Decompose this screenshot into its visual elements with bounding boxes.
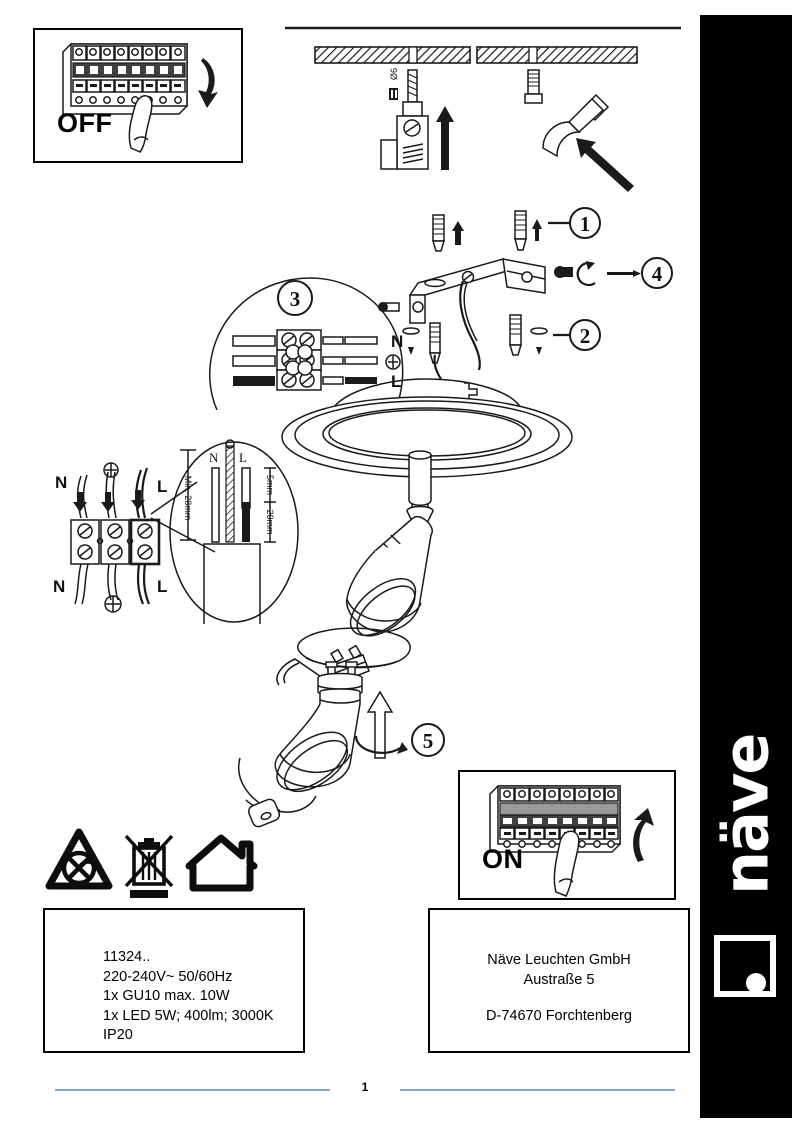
conductor-n: N [209,450,220,543]
panel-breaker-off: OFF [33,28,243,163]
wall-plug-icon [524,69,543,104]
spec-line-ip: IP20 [103,1027,133,1043]
terminal-block [70,518,161,566]
drill-diameter-text: Ø6 [389,68,399,80]
breaker-off-illustration [62,43,218,153]
callout-4-text: 4 [652,262,663,286]
strip-length-detail: N L Min. 28mm 5mm 20mm [152,439,317,625]
breaker-on-illustration [489,785,654,897]
drill-icon [380,115,429,170]
gu10-lamp-body [274,672,363,793]
footer-rule-left [55,1089,330,1091]
callout-5-text: 5 [423,729,434,753]
mounting-bracket [408,258,546,324]
brand-logo-mark [714,935,776,997]
conductor-earth [225,439,235,543]
callout-4: 4 [641,257,673,289]
earth-symbol-top [103,462,119,478]
terminal-label-n: N [391,332,403,351]
ceiling-slab-right [476,46,638,64]
indoor-use-icon [185,834,258,892]
step-terminal-connection: 3 N L [205,260,435,411]
safety-pictograms [45,828,261,898]
manufacturer-city: D-74670 Forchtenberg [486,1008,632,1024]
conductor-l: L [239,450,251,542]
dimension-20mm-text: 20mm [265,509,275,534]
callout-2-text: 2 [580,324,591,348]
dimension-5mm-text: 5mm [265,475,275,495]
drill-bit-icon [402,69,423,117]
callout-3-text: 3 [290,287,301,311]
footer-rule-right [400,1089,675,1091]
twist-lock-arrow [354,690,408,759]
spec-line-model: 11324.. [103,949,151,965]
wall-plug-left [431,214,464,252]
step-drill-and-plug: Ø6 [285,22,685,197]
step-lamp-insert: 5 [238,627,465,828]
spec-line-voltage: 220-240V~ 50/60Hz [103,968,233,985]
screw-callout2 [508,314,548,356]
grub-screw-rotate [554,261,641,287]
plate-supply-cable [433,354,442,380]
brand-logo-dot [746,973,766,993]
spot-head [346,515,433,637]
terminal-row-l: L [233,369,401,391]
weee-bin-icon [124,834,174,898]
page-footer: 1 [0,1080,700,1100]
wall-plug-right [514,210,542,251]
manufacturer-street: Austraße 5 [523,972,595,988]
callout-1-text: 1 [580,212,591,236]
manufacturer-lines: Näve Leuchten GmbH Austraße 5 D-74670 Fo… [430,950,688,1026]
specification-lines: 11324.. 220-240V~ 50/60Hz 1x GU10 max. 1… [103,948,274,1046]
conductor-n-label: N [209,450,219,465]
manufacturer-box: Näve Leuchten GmbH Austraße 5 D-74670 Fo… [428,908,690,1053]
do-not-cover-icon [45,828,113,890]
dimension-sheath-text: Min. 28mm [183,476,193,521]
spec-line-socket: 1x GU10 max. 10W [103,988,230,1004]
wiring-strip-detail: N L [45,440,315,625]
hammer-icon [542,93,610,158]
wire-label-l-bottom: L [157,577,167,596]
step-mounting-bracket: 1 2 4 [378,195,680,371]
panel-on-label: ON [482,844,524,874]
brand-sidebar [700,15,792,1118]
drill-diameter-label: Ø6 [389,68,399,100]
brand-logo: näve [700,690,792,1020]
ceiling-slab-left [314,46,471,64]
earth-symbol-bottom [104,595,122,613]
callout-2: 2 [553,319,601,351]
wire-label-n-top: N [55,473,67,492]
specification-box: 11324.. 220-240V~ 50/60Hz 1x GU10 max. 1… [43,908,305,1053]
spec-line-led: 1x LED 5W; 400lm; 3000K [103,1007,274,1024]
spot-stem [408,450,432,513]
page-number: 1 [361,1080,369,1094]
insert-direction-arrow [436,106,454,170]
dimension-sheath: Min. 28mm [180,449,196,541]
brand-logo-text: näve [709,734,783,896]
panel-off-label: OFF [57,108,113,138]
terminal-row-n: N [232,329,403,351]
dimension-conductors: 5mm 20mm [264,467,276,543]
conductor-l-label: L [239,450,247,465]
supply-cable [459,280,481,371]
wire-label-n-bottom: N [53,577,65,596]
hammer-direction-arrow [576,138,634,192]
callout-1: 1 [548,207,601,239]
wire-label-l-top: L [157,477,167,496]
panel-breaker-on: ON [458,770,676,900]
manufacturer-name: Näve Leuchten GmbH [487,952,631,968]
